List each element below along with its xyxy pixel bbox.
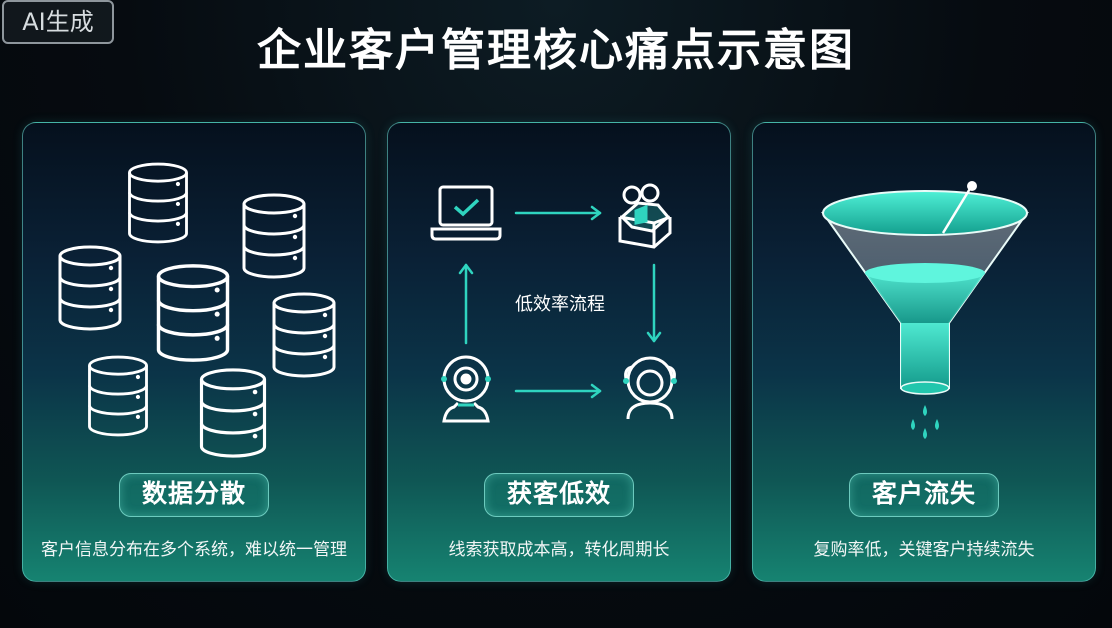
- flow-label: 低效率流程: [515, 294, 605, 315]
- team-box-icon: [618, 183, 672, 249]
- panel-description: 复购率低，关键客户持续流失: [813, 540, 1035, 560]
- droplets-icon: [911, 405, 939, 439]
- arrow-right-icon: [514, 205, 602, 221]
- database-icon: [272, 292, 336, 378]
- funnel-illustration: [821, 181, 1029, 439]
- workflow-illustration: 低效率流程: [430, 183, 677, 423]
- database-cluster-illustration: [58, 162, 336, 458]
- database-icon: [128, 162, 188, 244]
- ai-generated-badge: AI生成: [2, 0, 114, 44]
- panel-customer-churn: 客户流失 复购率低，关键客户持续流失: [752, 122, 1096, 582]
- page-title: 企业客户管理核心痛点示意图: [257, 25, 855, 76]
- database-icon: [242, 193, 306, 279]
- database-icon: [199, 368, 267, 458]
- database-icon: [58, 245, 122, 331]
- panel-heading: 获客低效: [484, 473, 634, 517]
- arrow-down-icon: [646, 263, 662, 343]
- arrow-up-icon: [458, 263, 474, 345]
- panel-description: 客户信息分布在多个系统，难以统一管理: [41, 540, 347, 560]
- panel-data-scattered: 数据分散 客户信息分布在多个系统，难以统一管理: [22, 122, 366, 582]
- panel-description: 线索获取成本高，转化周期长: [448, 540, 670, 560]
- database-icon: [88, 355, 148, 437]
- panel-inefficient-acquisition: 低效率流程 获客低效 线索获取成本高，转化周期长: [387, 122, 731, 582]
- database-icon: [156, 264, 230, 362]
- panel-heading: 数据分散: [119, 473, 269, 517]
- laptop-check-icon: [430, 185, 502, 241]
- panel-heading: 客户流失: [849, 473, 999, 517]
- person-icon: [623, 356, 677, 420]
- webcam-icon: [441, 355, 491, 423]
- funnel-icon: [821, 181, 1029, 395]
- arrow-right-icon: [514, 383, 602, 399]
